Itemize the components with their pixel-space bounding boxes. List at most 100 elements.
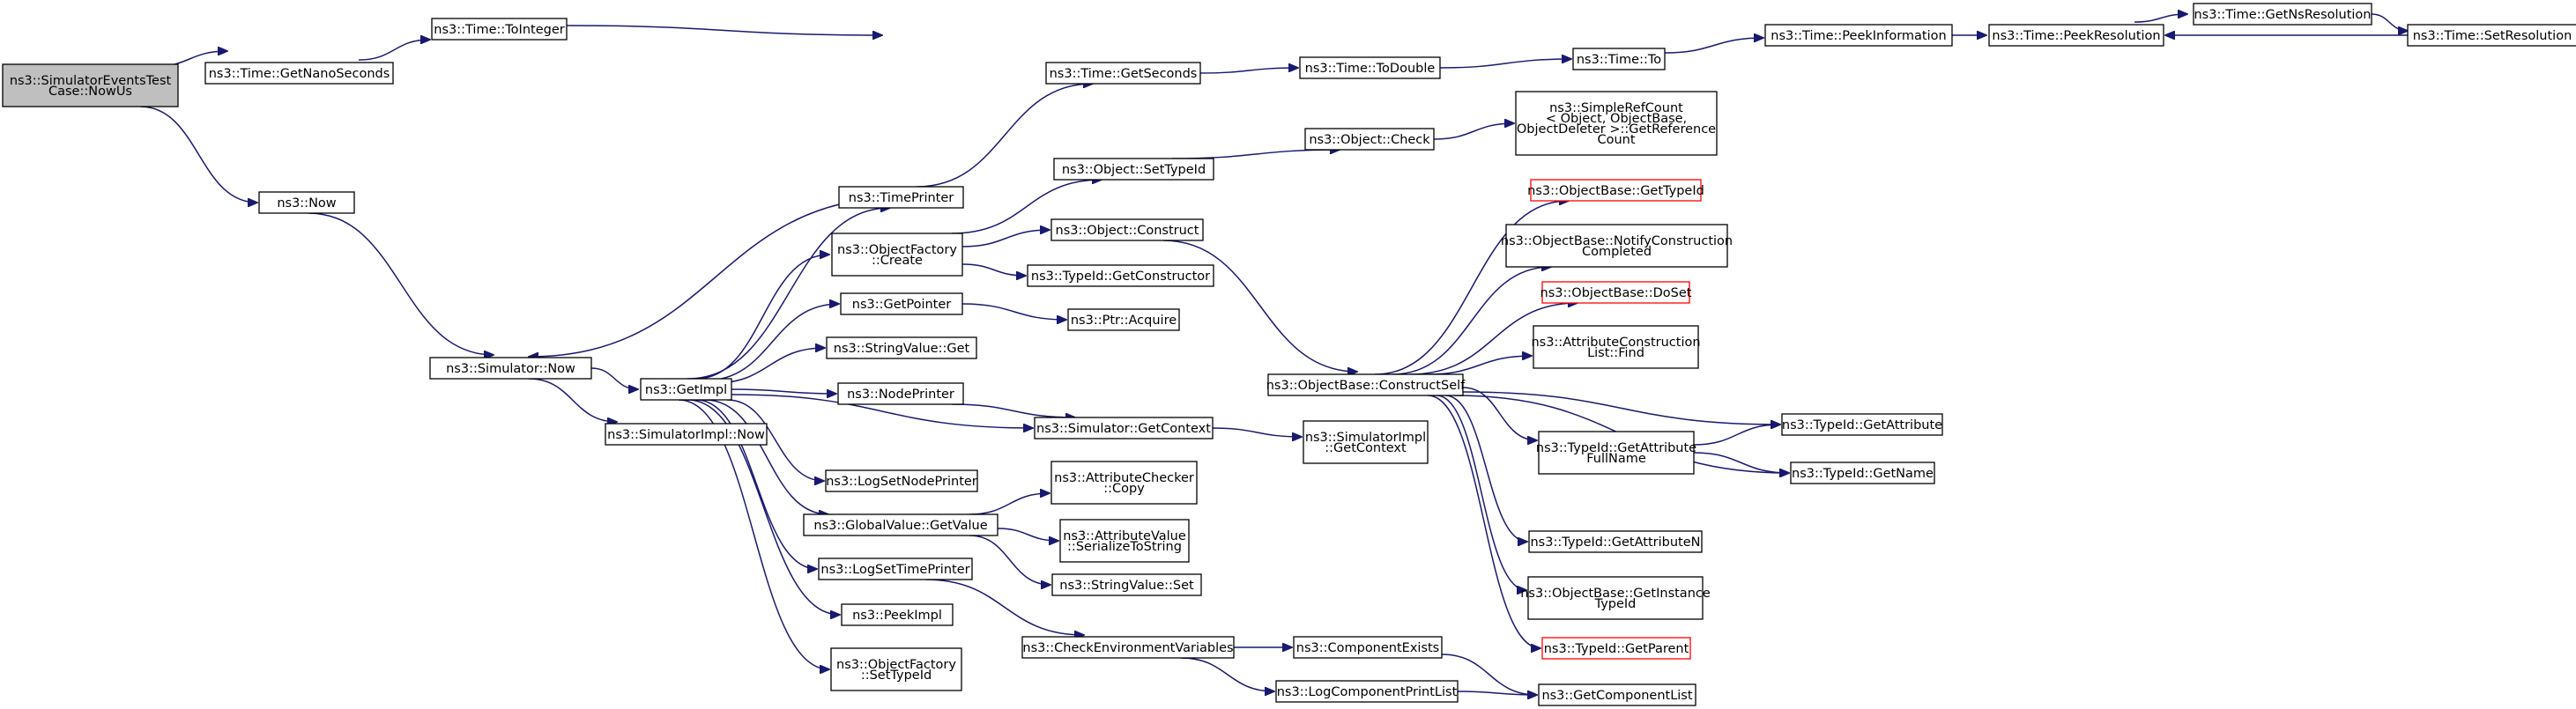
node-nodeprinter[interactable]: ns3::NodePrinter <box>837 382 964 405</box>
node-tidgetattr[interactable]: ns3::TypeId::GetAttribute <box>1781 413 1943 436</box>
node-stringget[interactable]: ns3::StringValue::Get <box>826 336 977 359</box>
edge-todouble-to-timeto <box>1439 59 1571 69</box>
node-logsetnode[interactable]: ns3::LogSetNodePrinter <box>825 469 978 492</box>
edge-checkenv-to-logcompprint <box>1180 657 1274 691</box>
edge-constructself-to-notifycc <box>1392 267 1551 375</box>
node-ofsettypeid[interactable]: ns3::ObjectFactory::SetTypeId <box>830 647 962 691</box>
node-label-ofcreate-1: ::Create <box>872 254 923 268</box>
edge-constructself-to-obdoset <box>1409 303 1578 375</box>
node-label-simimplctx-0: ns3::SimulatorImpl <box>1305 431 1426 445</box>
node-simplerefcount[interactable]: ns3::SimpleRefCount< Object, ObjectBase,… <box>1515 91 1718 156</box>
node-getimpl[interactable]: ns3::GetImpl <box>640 378 732 401</box>
node-attrserialize[interactable]: ns3::AttributeValue::SerializeToString <box>1059 519 1190 563</box>
node-todouble[interactable]: ns3::Time::ToDouble <box>1299 56 1441 79</box>
edge-getimpl-to-getpointer <box>704 304 839 381</box>
node-getnano[interactable]: ns3::Time::GetNanoSeconds <box>204 62 394 85</box>
node-checkenv[interactable]: ns3::CheckEnvironmentVariables <box>1021 636 1235 659</box>
node-label-root-0: ns3::SimulatorEventsTest <box>10 74 172 88</box>
node-ofcreate[interactable]: ns3::ObjectFactory::Create <box>831 233 963 277</box>
node-getseconds[interactable]: ns3::Time::GetSeconds <box>1045 62 1201 85</box>
node-box-nodeprinter <box>837 382 964 405</box>
edge-ofcreate-to-getconstructor <box>961 263 1026 276</box>
node-setres[interactable]: ns3::Time::SetResolution <box>2407 24 2576 47</box>
node-tidgetattrn[interactable]: ns3::TypeId::GetAttributeN <box>1528 530 1703 553</box>
node-box-getnano <box>204 62 394 85</box>
node-box-getpointer <box>840 292 963 315</box>
node-peekinfo[interactable]: ns3::Time::PeekInformation <box>1764 24 1953 47</box>
node-simgetcontext[interactable]: ns3::Simulator::GetContext <box>1034 417 1214 439</box>
node-peekres[interactable]: ns3::Time::PeekResolution <box>1988 24 2164 47</box>
node-timeprinter[interactable]: ns3::TimePrinter <box>838 186 964 209</box>
node-label-getnsres-0: ns3::Time::GetNsResolution <box>2194 8 2371 22</box>
node-label-tidgetattrfull-1: FullName <box>1586 452 1646 466</box>
node-getpointer[interactable]: ns3::GetPointer <box>840 292 963 315</box>
node-box-stringset <box>1051 573 1202 596</box>
node-label-checkenv-0: ns3::CheckEnvironmentVariables <box>1022 641 1233 655</box>
node-tidgetparent[interactable]: ns3::TypeId::GetParent <box>1541 637 1691 660</box>
node-label-simimplnow-0: ns3::SimulatorImpl::Now <box>607 428 765 442</box>
node-getcomplist[interactable]: ns3::GetComponentList <box>1538 683 1696 706</box>
node-label-gvgetvalue-0: ns3::GlobalValue::GetValue <box>813 519 987 533</box>
node-box-ofcreate <box>831 233 963 277</box>
edge-objsettypeid-to-objcheck <box>1171 150 1340 159</box>
node-timeto[interactable]: ns3::Time::To <box>1572 48 1666 70</box>
node-label-getpointer-0: ns3::GetPointer <box>852 298 952 312</box>
edge-tidgetattrfull-to-tidgetattr <box>1693 425 1780 446</box>
node-label-simplerefcount-0: ns3::SimpleRefCount <box>1549 101 1683 115</box>
node-label-notifycc-0: ns3::ObjectBase::NotifyConstruction <box>1501 234 1733 248</box>
node-label-attrserialize-1: ::SerializeToString <box>1067 540 1182 554</box>
node-getconstructor[interactable]: ns3::TypeId::GetConstructor <box>1027 264 1214 287</box>
node-objconstruct[interactable]: ns3::Object::Construct <box>1050 218 1204 241</box>
node-box-obgetinst <box>1527 576 1704 620</box>
node-simnow[interactable]: ns3::Simulator::Now <box>429 357 592 380</box>
node-label-getconstructor-0: ns3::TypeId::GetConstructor <box>1031 270 1210 284</box>
edge-constructself-to-tidgetattrn <box>1444 395 1527 542</box>
node-logcompprint[interactable]: ns3::LogComponentPrintList <box>1275 680 1459 703</box>
node-constructself[interactable]: ns3::ObjectBase::ConstructSelf <box>1266 373 1466 396</box>
node-label-logsetnode-0: ns3::LogSetNodePrinter <box>826 475 977 489</box>
edge-ofcreate-to-objsettypeid <box>951 180 1102 234</box>
node-label-setres-0: ns3::Time::SetResolution <box>2413 29 2572 43</box>
node-gvgetvalue[interactable]: ns3::GlobalValue::GetValue <box>803 513 998 536</box>
node-box-checkenv <box>1021 636 1235 659</box>
node-box-attrserialize <box>1059 519 1190 563</box>
node-objcheck[interactable]: ns3::Object::Check <box>1304 128 1435 151</box>
node-ptracquire[interactable]: ns3::Ptr::Acquire <box>1067 308 1180 331</box>
node-label-objsettypeid-0: ns3::Object::SetTypeId <box>1062 163 1206 177</box>
node-box-obgettypeid <box>1530 179 1702 202</box>
node-now[interactable]: ns3::Now <box>258 191 355 214</box>
node-box-simimplnow <box>605 423 768 446</box>
node-box-timeprinter <box>838 186 964 209</box>
edge-timeto-to-peekinfo <box>1664 38 1763 54</box>
node-notifycc[interactable]: ns3::ObjectBase::NotifyConstructionCompl… <box>1501 224 1733 268</box>
node-obgettypeid[interactable]: ns3::ObjectBase::GetTypeId <box>1527 179 1704 202</box>
node-label-timeto-0: ns3::Time::To <box>1577 53 1661 67</box>
node-label-attrcheckercopy-1: ::Copy <box>1103 482 1145 496</box>
node-logsettime[interactable]: ns3::LogSetTimePrinter <box>818 558 973 580</box>
node-box-objsettypeid <box>1053 158 1214 181</box>
node-tointeger[interactable]: ns3::Time::ToInteger <box>431 18 568 41</box>
node-label-logsettime-0: ns3::LogSetTimePrinter <box>820 563 969 577</box>
node-simimplnow[interactable]: ns3::SimulatorImpl::Now <box>605 423 768 446</box>
node-attrcheckercopy[interactable]: ns3::AttributeChecker::Copy <box>1050 461 1198 505</box>
node-label-attrserialize-0: ns3::AttributeValue <box>1063 529 1186 543</box>
edge-constructself-to-tidgetattr <box>1462 391 1780 425</box>
node-peekimpl[interactable]: ns3::PeekImpl <box>841 603 954 626</box>
node-simimplctx[interactable]: ns3::SimulatorImpl::GetContext <box>1303 420 1429 464</box>
node-compexists[interactable]: ns3::ComponentExists <box>1293 636 1443 659</box>
node-box-tidgetattrfull <box>1538 431 1695 475</box>
edge-objconstruct-to-constructself <box>1162 240 1357 372</box>
node-obdoset[interactable]: ns3::ObjectBase::DoSet <box>1540 281 1692 304</box>
node-box-tidgetparent <box>1541 637 1691 660</box>
node-getnsres[interactable]: ns3::Time::GetNsResolution <box>2193 3 2372 26</box>
node-label-tointeger-0: ns3::Time::ToInteger <box>434 23 564 37</box>
node-stringset[interactable]: ns3::StringValue::Set <box>1051 573 1202 596</box>
node-tidgetname[interactable]: ns3::TypeId::GetName <box>1790 462 1935 484</box>
node-box-getnsres <box>2193 3 2372 26</box>
edge-root-to-now <box>139 106 257 203</box>
node-objsettypeid[interactable]: ns3::Object::SetTypeId <box>1053 158 1214 181</box>
